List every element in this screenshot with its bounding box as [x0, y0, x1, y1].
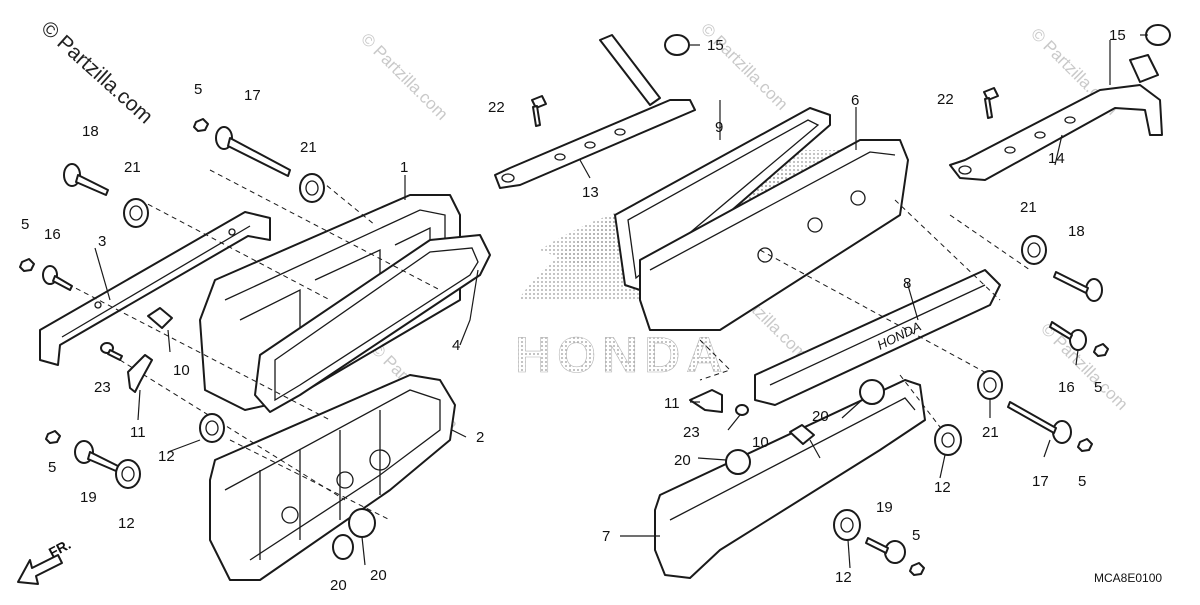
callout-10: 10	[173, 362, 190, 379]
callout-15: 15	[707, 37, 724, 54]
callout-12: 12	[835, 569, 852, 586]
callout-22: 22	[488, 99, 505, 116]
callout-18: 18	[1068, 223, 1085, 240]
callouts: 1 2 3 4 5 5 5 5 5 5 6 7 8 9 10 10 11 11 …	[21, 27, 1126, 594]
callout-8: 8	[903, 275, 911, 292]
callout-5: 5	[194, 81, 202, 98]
watermark-repeat: © Partzilla.com	[357, 29, 451, 123]
callout-5: 5	[48, 459, 56, 476]
callout-4: 4	[452, 337, 460, 354]
callout-5: 5	[21, 216, 29, 233]
callout-17: 17	[1032, 473, 1049, 490]
callout-18: 18	[82, 123, 99, 140]
callout-20: 20	[370, 567, 387, 584]
watermark-repeat: © Partzilla.com	[697, 19, 791, 113]
callout-20: 20	[330, 577, 347, 594]
part-13-stay	[494, 34, 696, 189]
alignment-lines-center	[699, 199, 1031, 441]
callout-22: 22	[937, 91, 954, 108]
callout-12: 12	[118, 515, 135, 532]
leaders-left	[94, 175, 479, 566]
part-7-case	[654, 379, 926, 579]
alignment-lines-left	[59, 169, 441, 521]
callout-13: 13	[582, 184, 599, 201]
hardware-center	[531, 24, 1171, 576]
diagram-code: MCA8E0100	[1094, 571, 1162, 585]
callout-15: 15	[1109, 27, 1126, 44]
leaders-center-right	[579, 34, 1148, 569]
callout-3: 3	[98, 233, 106, 250]
hardware-left	[19, 118, 376, 560]
callout-21: 21	[124, 159, 141, 176]
callout-17: 17	[244, 87, 261, 104]
callout-6: 6	[851, 92, 859, 109]
part-2-case	[209, 374, 456, 581]
callout-16: 16	[44, 226, 61, 243]
callout-21: 21	[982, 424, 999, 441]
callout-7: 7	[602, 528, 610, 545]
part-3-rail	[39, 211, 271, 366]
callout-5: 5	[1094, 379, 1102, 396]
front-label: FR.	[46, 536, 73, 561]
callout-20: 20	[812, 408, 829, 425]
callout-11: 11	[664, 395, 680, 412]
callout-5: 5	[912, 527, 920, 544]
callout-20: 20	[674, 452, 691, 469]
callout-11: 11	[130, 424, 146, 441]
callout-23: 23	[94, 379, 111, 396]
watermark-main: © Partzilla.com	[37, 17, 158, 129]
front-arrow: FR.	[17, 536, 73, 585]
callout-21: 21	[300, 139, 317, 156]
callout-12: 12	[934, 479, 951, 496]
callout-1: 1	[400, 159, 408, 176]
callout-14: 14	[1048, 150, 1065, 167]
part-14-stay	[949, 54, 1163, 181]
honda-logo-text: HONDA	[515, 327, 728, 383]
callout-2: 2	[476, 429, 484, 446]
callout-9: 9	[715, 119, 723, 136]
part-4-gasket	[254, 234, 491, 413]
part-6-cover	[639, 139, 909, 331]
callout-23: 23	[683, 424, 700, 441]
callout-5: 5	[1078, 473, 1086, 490]
callout-12: 12	[158, 448, 175, 465]
callout-10: 10	[752, 434, 769, 451]
callout-21: 21	[1020, 199, 1037, 216]
callout-19: 19	[80, 489, 97, 506]
callout-19: 19	[876, 499, 893, 516]
callout-16: 16	[1058, 379, 1075, 396]
